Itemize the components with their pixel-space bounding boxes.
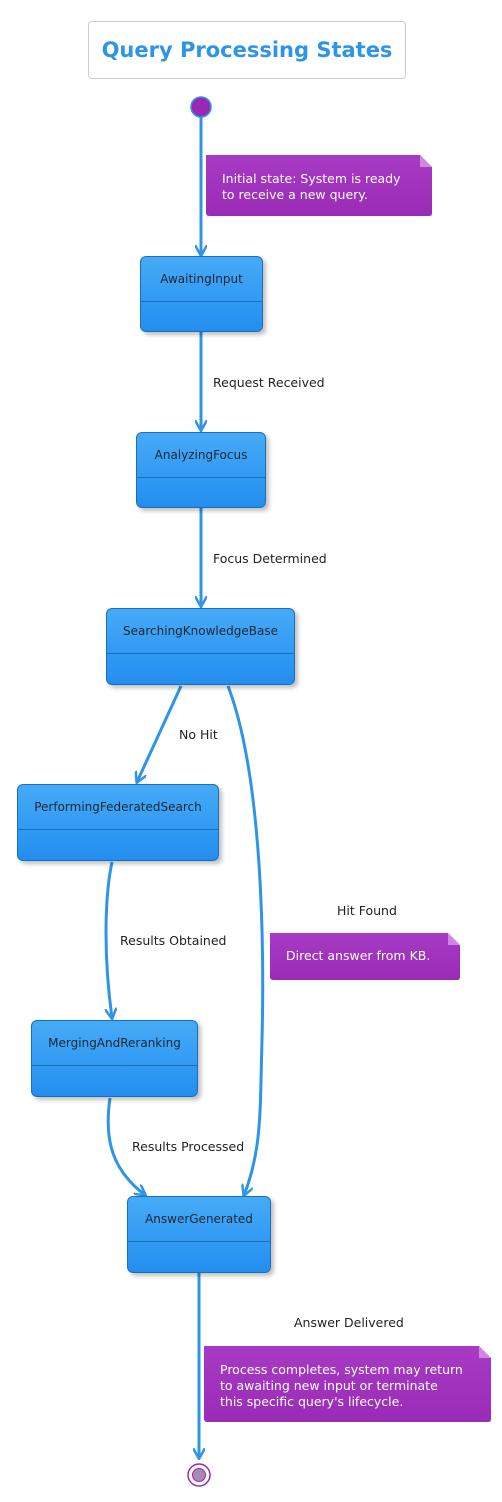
edge-hit-found [226, 685, 265, 1195]
edge-results-processed [106, 1097, 145, 1195]
label-results-processed: Results Processed [132, 1139, 245, 1154]
label-request-received: Request Received [213, 375, 325, 390]
state-answer-generated-label: AnswerGenerated [145, 1212, 253, 1226]
label-answer-delivered: Answer Delivered [294, 1315, 404, 1330]
state-divider [107, 653, 294, 654]
state-searching-kb-label: SearchingKnowledgeBase [123, 624, 278, 638]
state-divider [128, 1241, 270, 1242]
label-results-obtained: Results Obtained [120, 933, 227, 948]
note-initial-state: Initial state: System is ready to receiv… [206, 155, 432, 216]
state-divider [18, 829, 218, 830]
state-federated-search-label: PerformingFederatedSearch [34, 800, 202, 814]
state-divider [141, 301, 262, 302]
label-focus-determined: Focus Determined [213, 551, 327, 566]
label-no-hit: No Hit [179, 727, 218, 742]
edge-no-hit [137, 685, 183, 782]
state-awaiting-input[interactable]: AwaitingInput [140, 256, 263, 332]
state-analyzing-focus-label: AnalyzingFocus [154, 448, 248, 462]
note-final-text: Process completes, system may return to … [220, 1362, 463, 1409]
state-performing-federated-search[interactable]: PerformingFederatedSearch [17, 784, 219, 861]
diagram-title-box: Query Processing States [88, 21, 406, 79]
state-divider [137, 477, 265, 478]
state-awaiting-input-label: AwaitingInput [160, 272, 243, 286]
end-node-outer [187, 1463, 211, 1487]
end-node-inner [192, 1468, 206, 1482]
state-merging-and-reranking[interactable]: MergingAndReranking [31, 1020, 198, 1097]
note-final: Process completes, system may return to … [204, 1346, 491, 1422]
diagram-title: Query Processing States [101, 38, 393, 62]
edge-results-obtained [104, 861, 112, 1018]
state-searching-knowledge-base[interactable]: SearchingKnowledgeBase [106, 608, 295, 685]
state-merging-label: MergingAndReranking [48, 1036, 181, 1050]
state-answer-generated[interactable]: AnswerGenerated [127, 1196, 271, 1273]
note-initial-text: Initial state: System is ready to receiv… [222, 171, 401, 202]
state-analyzing-focus[interactable]: AnalyzingFocus [136, 432, 266, 508]
label-hit-found: Hit Found [337, 903, 397, 918]
start-node [190, 96, 212, 118]
state-divider [32, 1065, 197, 1066]
note-hit-found: Direct answer from KB. [270, 933, 460, 980]
note-hit-text: Direct answer from KB. [286, 948, 431, 963]
